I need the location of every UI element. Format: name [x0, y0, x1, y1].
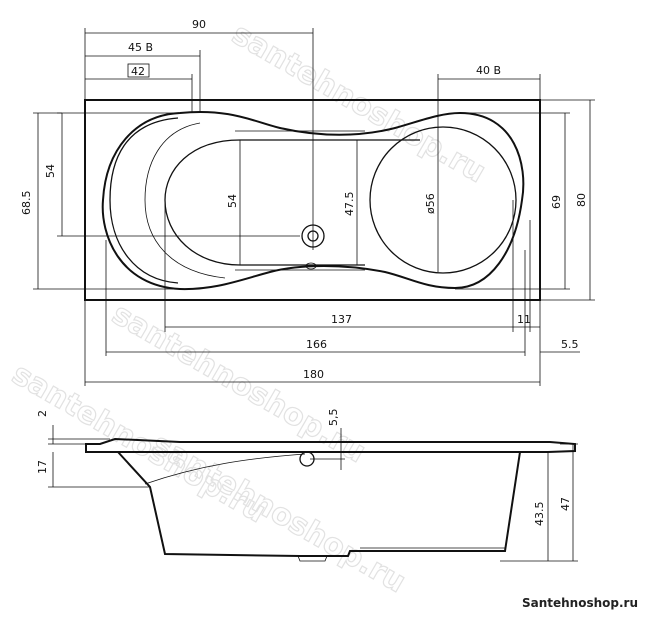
dim-label-80: 80 — [575, 193, 588, 207]
left-seat-curve — [144, 122, 226, 279]
dim-label-42: 42 — [131, 65, 145, 78]
top-view: 90 45 B 42 40 B 54 68.5 54 47.5 ø56 69 — [20, 18, 595, 386]
dim-label-40b: 40 B — [476, 64, 501, 77]
dim-label-43-5: 43.5 — [533, 502, 546, 527]
dim-label-5-5-side: 5,5 — [327, 409, 340, 427]
dim-label-69: 69 — [550, 195, 563, 209]
dim-label-54-center: 54 — [226, 194, 239, 208]
tub-outer-rim — [84, 99, 541, 301]
side-drain-bottom — [297, 555, 328, 562]
side-inner-curve — [144, 453, 306, 485]
dim-label-137: 137 — [331, 313, 352, 326]
side-rim — [85, 437, 576, 453]
dim-label-54-left: 54 — [44, 164, 57, 178]
dim-label-2: 2 — [36, 410, 49, 417]
brand-label: Santehnoshop.ru — [521, 596, 638, 610]
dim-box-42 — [127, 63, 150, 78]
watermark-text-1: santehnoshop.ru — [226, 17, 491, 190]
dim-label-166: 166 — [306, 338, 327, 351]
side-body — [117, 451, 521, 557]
watermark: santehnoshop.ru santehnoshop.ru santehno… — [5, 16, 492, 601]
dim-label-45b: 45 B — [128, 41, 153, 54]
dim-label-68-5: 68.5 — [20, 191, 33, 216]
dim-label-17: 17 — [36, 460, 49, 474]
dim-label-d56: ø56 — [424, 193, 437, 214]
overflow-hole — [305, 262, 317, 270]
dim-label-11: 11 — [517, 313, 531, 326]
side-view: 2 17 5,5 43.5 47 — [36, 409, 578, 562]
dim-label-90: 90 — [192, 18, 206, 31]
dim-label-180: 180 — [303, 368, 324, 381]
dim-label-47: 47 — [559, 497, 572, 511]
tub-inner-outline-2 — [109, 117, 179, 284]
dim-label-5-5: 5.5 — [561, 338, 579, 351]
tub-inner-outline — [101, 110, 525, 291]
dim-label-47-5: 47.5 — [343, 192, 356, 217]
right-round-bowl — [369, 126, 517, 274]
tub-bottom — [164, 139, 420, 266]
